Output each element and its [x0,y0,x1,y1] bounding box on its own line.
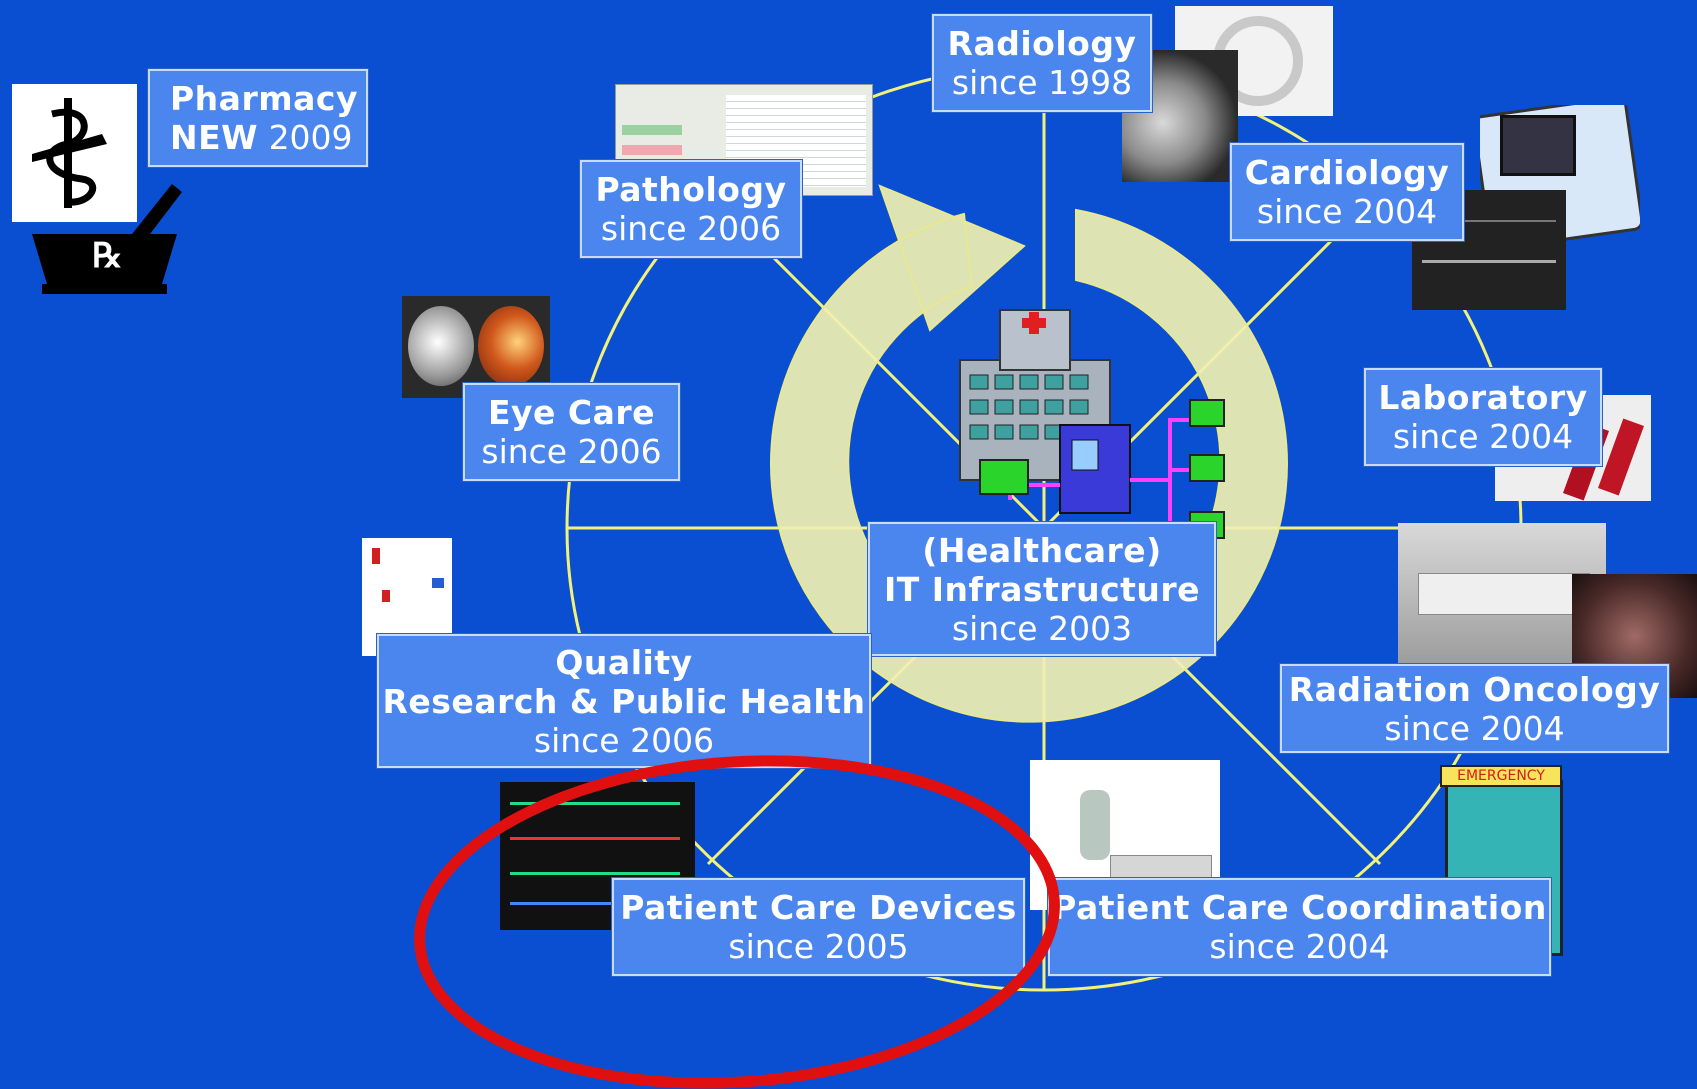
hospital-network-icon [959,309,1225,539]
pathology-box: Pathology since 2006 [580,160,802,258]
radiology-since: since 1998 [951,63,1133,102]
pharmacy-year: 2009 [268,118,353,157]
quality-title2: Research & Public Health [382,681,866,721]
radiation-machine-image [1398,523,1606,671]
center-line1: (Healthcare) [922,530,1162,570]
radiation-oncology-since: since 2004 [1384,708,1565,748]
cardiology-waveform-image [1412,190,1566,310]
caduceus-mortar-icon [32,98,182,294]
pharmacy-box: Pharmacy NEW 2009 [148,69,368,167]
eye-care-since: since 2006 [481,432,662,471]
eye-care-box: Eye Care since 2006 [463,383,680,481]
cardiology-since: since 2004 [1256,192,1438,231]
quality-box: Quality Research & Public Health since 2… [377,634,871,768]
laboratory-title: Laboratory [1378,378,1588,417]
cardiology-box: Cardiology since 2004 [1230,143,1464,241]
patient-care-devices-box: Patient Care Devices since 2005 [612,878,1025,976]
rx-symbol: ℞ [92,236,123,276]
pharmacy-image: ℞ [12,84,182,312]
laboratory-box: Laboratory since 2004 [1364,368,1602,466]
pharmacy-title: Pharmacy [170,79,358,118]
emergency-sign: EMERGENCY [1440,765,1562,787]
cardiology-ultrasound-image [1480,105,1640,245]
cardiology-title: Cardiology [1244,153,1450,192]
patient-care-coordination-box: Patient Care Coordination since 2004 [1048,878,1551,976]
eye-fundus-image [402,296,550,398]
center-since: since 2003 [951,608,1133,648]
eye-care-title: Eye Care [487,393,656,432]
quality-since: since 2006 [533,720,715,760]
pharmacy-new-label: NEW [170,118,259,157]
patient-care-coordination-since: since 2004 [1209,927,1390,966]
radiology-title: Radiology [947,24,1137,63]
patient-care-devices-since: since 2005 [728,927,909,966]
center-line2: IT Infrastructure [883,569,1201,609]
it-infrastructure-box: (Healthcare) IT Infrastructure since 200… [868,522,1216,656]
patient-care-devices-title: Patient Care Devices [620,888,1017,927]
radiation-oncology-title: Radiation Oncology [1288,669,1661,709]
quality-title1: Quality [555,642,693,682]
patient-care-coordination-title: Patient Care Coordination [1052,888,1547,927]
radiation-oncology-box: Radiation Oncology since 2004 [1280,664,1669,753]
pathology-since: since 2006 [600,209,782,248]
laboratory-since: since 2004 [1392,417,1574,456]
pathology-title: Pathology [595,170,787,209]
radiology-box: Radiology since 1998 [932,14,1152,112]
